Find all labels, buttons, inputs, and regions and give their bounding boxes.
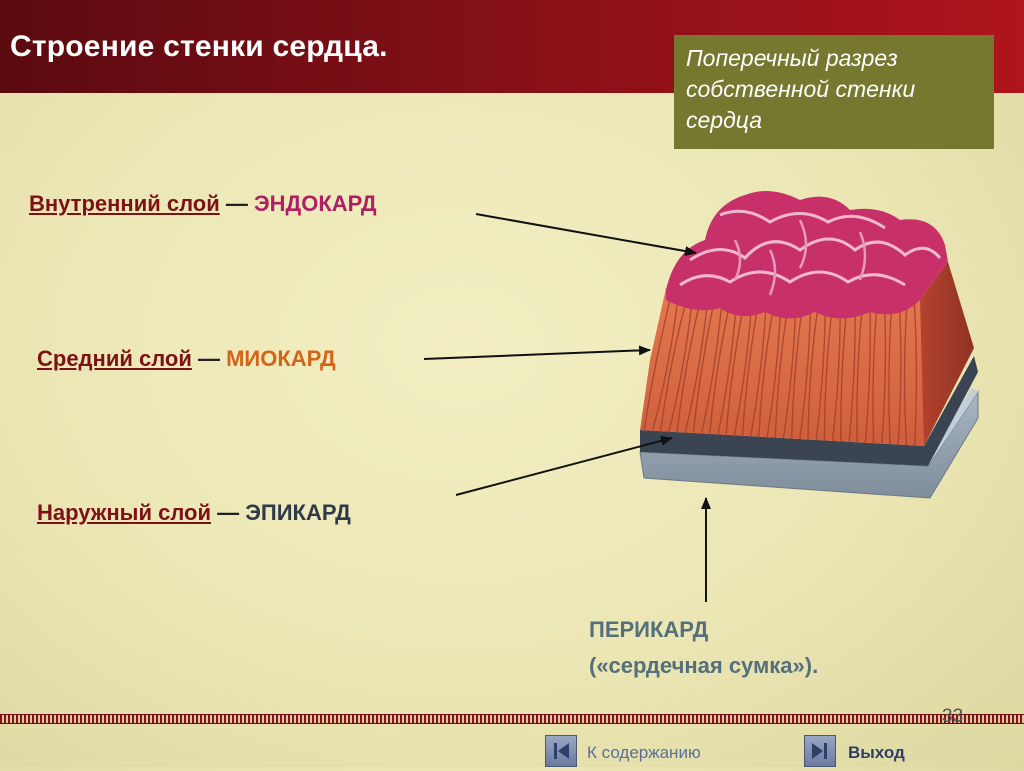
epicardium-layer-name: Наружный слой [37,500,211,525]
muscle-fiber [903,305,908,445]
contents-link[interactable]: К содержанию [587,743,701,762]
caption-box: Поперечный разрез собственной стенки сер… [674,35,994,149]
myocardium-layer [640,262,974,446]
endocardium-dash: — [225,191,248,216]
muscle-fiber [700,302,723,435]
slide-title: Строение стенки сердца. [10,30,388,63]
muscle-fiber [733,305,753,437]
endocardium-layer [666,191,948,319]
footer-divider [0,714,1024,724]
muscle-fiber [717,299,738,436]
myocardium-pointer-arrow [423,345,651,360]
endocardium-pointer-arrow [475,213,697,257]
exit-link[interactable]: Выход [848,743,905,762]
muscle-fiber [684,305,708,435]
muscle-fiber [888,299,893,445]
muscle-fiber [659,305,686,433]
page-number: 33 [942,706,964,727]
epicardium-dash: — [217,500,240,525]
muscle-fiber [807,305,819,441]
contents-button[interactable] [545,735,577,767]
muscle-fiber [823,302,834,441]
muscle-fiber [856,305,864,443]
muscle-fiber [897,302,902,445]
endocardium-term: ЭНДОКАРД [254,191,377,216]
muscle-fiber [676,302,701,434]
pericardium-label: ПЕРИКАРД («сердечная сумка»). [589,612,818,684]
exit-button[interactable] [804,735,836,767]
epicardium-label: Наружный слой — ЭПИКАРД [37,500,351,526]
muscle-fiber [913,299,918,446]
caption-line-1: Поперечный разрез [686,45,898,71]
myocardium-label: Средний слой — МИОКАРД [37,346,336,372]
muscle-fiber [651,302,679,433]
myocardium-dash: — [197,346,220,371]
muscle-fiber [864,299,871,443]
muscle-fiber [643,299,671,433]
muscle-fiber [872,302,878,444]
muscle-fiber [708,305,730,436]
skip-forward-icon [812,743,827,759]
epicardium-pointer-arrow [455,435,673,496]
muscle-fiber [749,302,767,438]
muscle-fiber [831,305,841,442]
endocardium-layer-name: Внутренний слой [29,191,220,216]
muscle-fiber [799,302,812,440]
skip-back-icon [554,743,569,759]
muscle-fiber [667,299,693,434]
muscle-fiber [782,305,797,439]
muscle-fiber [881,305,887,444]
caption-line-3: сердца [686,107,762,133]
epicardium-term: ЭПИКАРД [245,500,351,525]
muscle-fiber [741,299,760,437]
muscle-fiber [725,302,745,437]
pericardium-note: («сердечная сумка»). [589,653,819,678]
muscle-fiber [758,305,775,438]
caption-line-2: собственной стенки [686,76,916,102]
muscle-fiber [692,299,716,435]
endocardium-label: Внутренний слой — ЭНДОКАРД [29,191,377,217]
pericardium-term: ПЕРИКАРД [589,617,709,642]
myocardium-layer-name: Средний слой [37,346,192,371]
myocardium-term: МИОКАРД [226,346,336,371]
muscle-fiber [848,302,856,443]
epicardium-layer [640,356,978,466]
